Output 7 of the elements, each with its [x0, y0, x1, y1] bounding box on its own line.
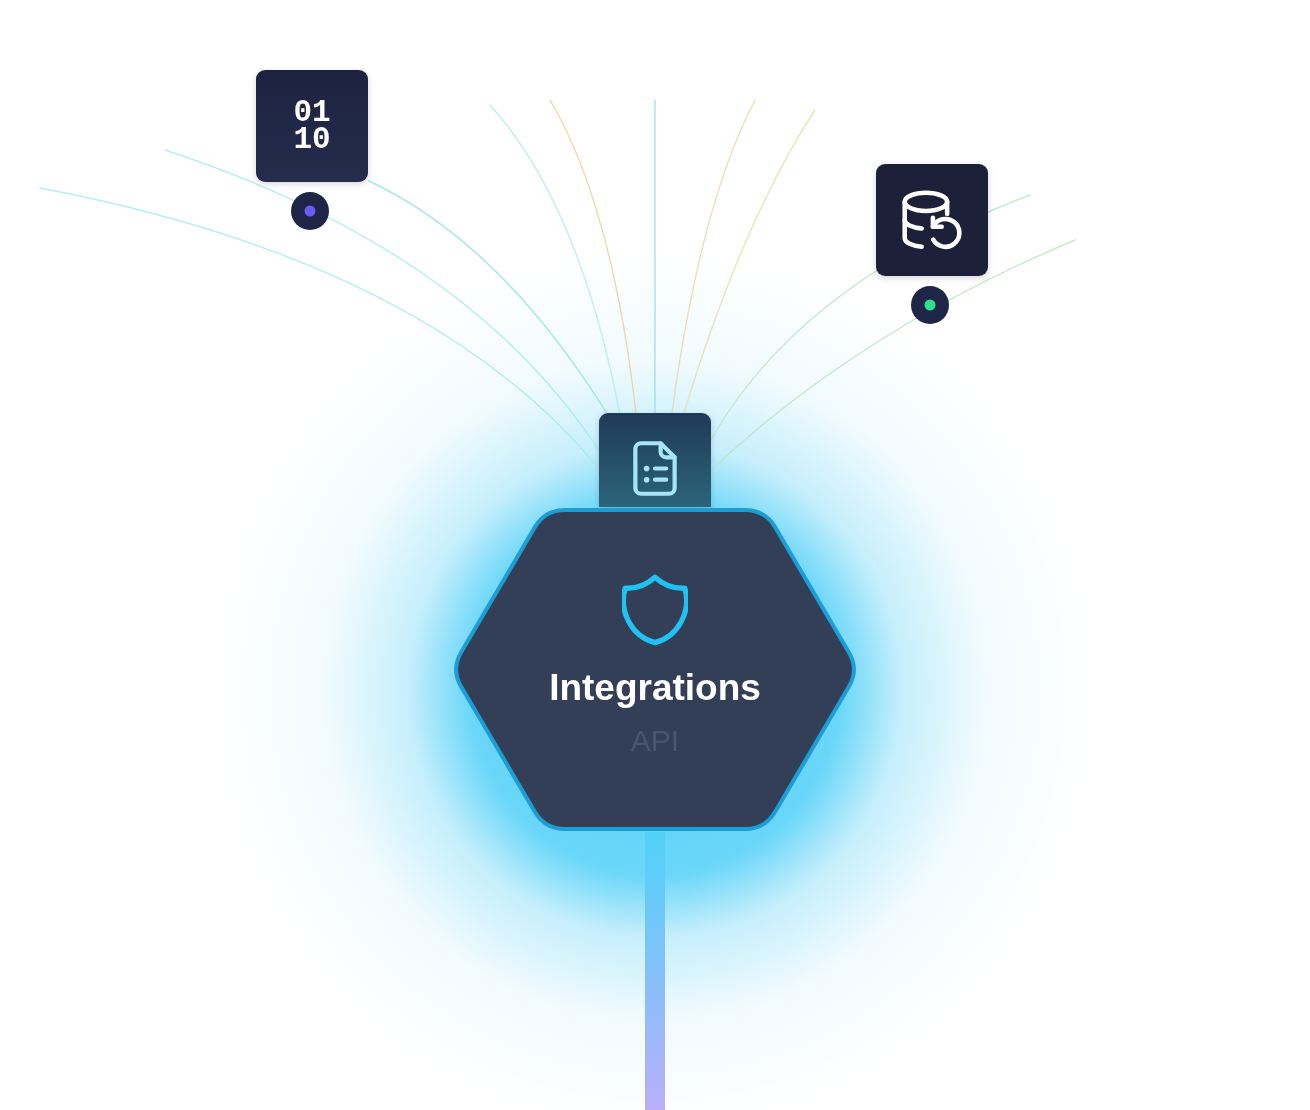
node-title: Integrations	[549, 666, 761, 710]
binary-digits: 01 10	[293, 99, 331, 153]
connector-line	[367, 179, 608, 414]
binary-tile	[256, 70, 368, 182]
document-tile	[599, 413, 711, 507]
database-tile	[876, 164, 988, 276]
connector-line	[645, 832, 665, 1110]
